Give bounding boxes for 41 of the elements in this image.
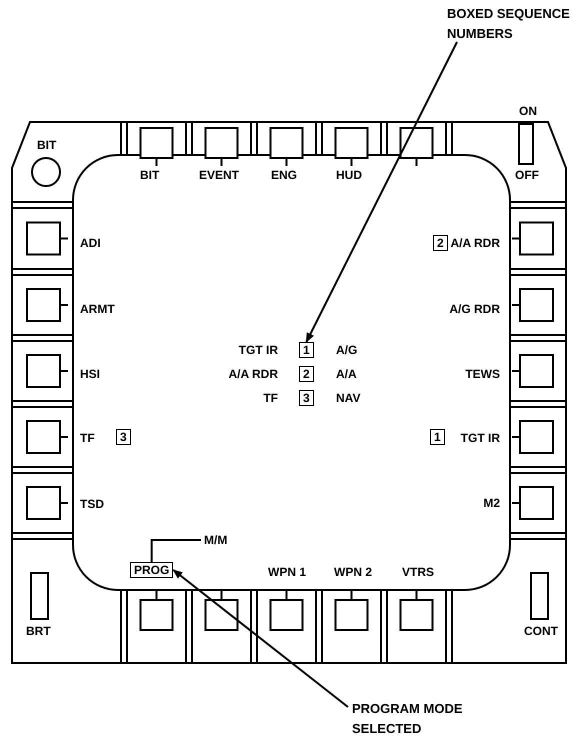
- function-label: TF: [80, 431, 95, 445]
- bracket-line: [150, 539, 201, 562]
- function-label: EVENT: [199, 168, 240, 182]
- sequence-number-box: 2: [299, 366, 314, 382]
- function-label: A/A: [336, 367, 357, 381]
- function-label: M2: [483, 496, 500, 510]
- function-label: A/A RDR: [228, 367, 278, 381]
- function-label: BRT: [26, 624, 51, 638]
- function-label: TGT IR: [238, 343, 278, 357]
- function-label: VTRS: [402, 565, 434, 579]
- function-label: ARMT: [80, 302, 115, 316]
- function-label: TSD: [80, 497, 104, 511]
- function-label: A/A RDR: [450, 236, 500, 250]
- function-label: WPN 2: [334, 565, 372, 579]
- function-label: WPN 1: [268, 565, 306, 579]
- sequence-number-box: 1: [299, 342, 314, 358]
- mode-label: M/M: [204, 533, 228, 547]
- function-label: ON: [519, 104, 537, 118]
- function-label: TEWS: [465, 367, 500, 381]
- callout-text: PROGRAM MODE SELECTED: [352, 699, 477, 739]
- leader-line: [305, 42, 458, 343]
- function-label: CONT: [524, 624, 558, 638]
- function-label: TF: [263, 391, 278, 405]
- function-label: NAV: [336, 391, 360, 405]
- function-label: HUD: [336, 168, 362, 182]
- sequence-number-box: 2: [433, 235, 448, 251]
- function-label: BIT: [140, 168, 160, 182]
- function-label: OFF: [515, 168, 539, 182]
- function-label: A/G RDR: [449, 302, 500, 316]
- function-label: ENG: [271, 168, 298, 182]
- sequence-number-box: 3: [299, 390, 314, 406]
- function-label: ADI: [80, 236, 101, 250]
- mode-label-box: PROG: [130, 562, 174, 578]
- callout-text: BOXED SEQUENCE NUMBERS: [447, 4, 572, 44]
- sequence-number-box: 3: [116, 429, 131, 445]
- function-label: BIT: [37, 138, 56, 152]
- function-label: A/G: [336, 343, 358, 357]
- leader-line: [172, 569, 349, 708]
- sequence-number-box: 1: [430, 429, 445, 445]
- function-label: TGT IR: [460, 431, 500, 445]
- function-label: HSI: [80, 367, 100, 381]
